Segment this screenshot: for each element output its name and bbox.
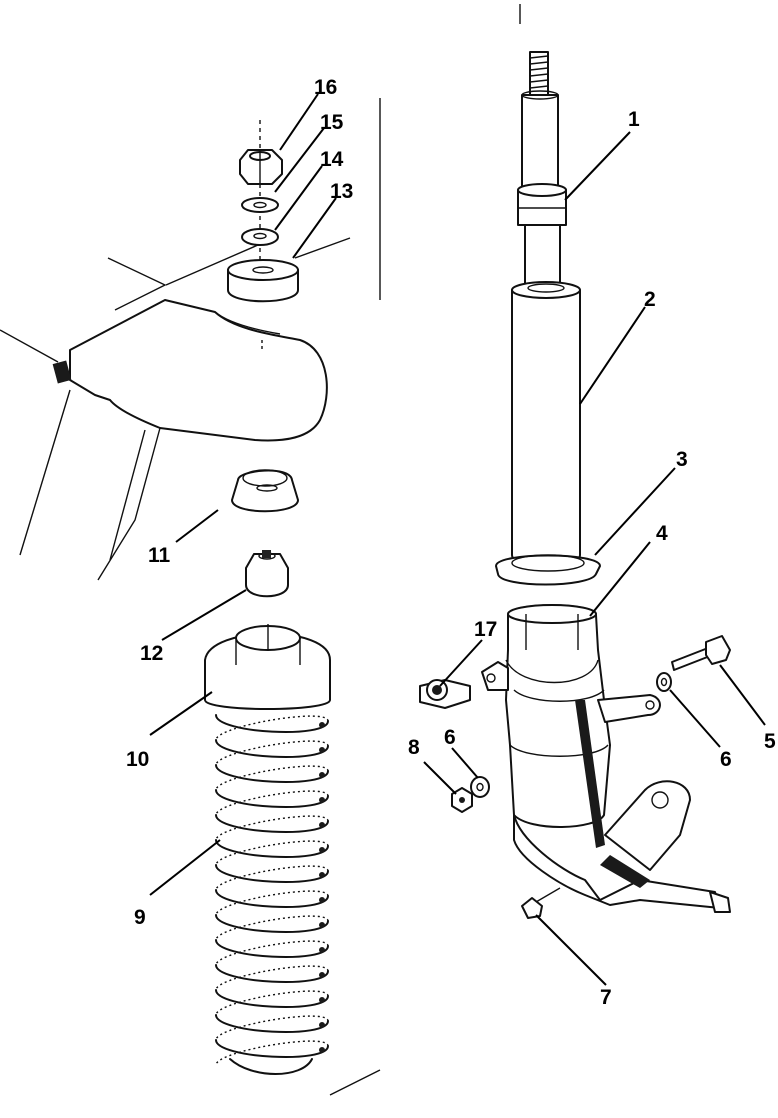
- callout-8: 8: [408, 736, 420, 759]
- callout-14: 14: [320, 148, 344, 171]
- spring-shadow-mark: [319, 797, 325, 803]
- callout-13: 13: [330, 180, 353, 203]
- spring-shadow-mark: [319, 897, 325, 903]
- spring-coil: [215, 964, 329, 983]
- strut-housing-4: [481, 604, 731, 913]
- callout-6-right: 6: [720, 748, 732, 771]
- spring-coil: [215, 789, 329, 808]
- bolt-5: [671, 635, 731, 671]
- rod-sleeve-1: [517, 183, 567, 226]
- callout-7: 7: [600, 986, 612, 1009]
- callout-6-left: 6: [444, 726, 456, 749]
- spring-coil-back: [215, 715, 329, 741]
- bushing-13: [227, 259, 299, 303]
- spring-shadow-mark: [319, 822, 325, 828]
- spring-coil-back: [215, 815, 329, 841]
- spring-coil: [215, 764, 329, 783]
- spring-shadow-mark: [319, 922, 325, 928]
- spring-shadow-mark: [319, 847, 325, 853]
- washer-14: [241, 228, 279, 246]
- washer-15: [241, 197, 279, 213]
- coil-spring-9: [215, 714, 329, 1075]
- spring-coil: [215, 864, 329, 883]
- spring-coil: [215, 739, 329, 758]
- spring-shadow-mark: [319, 722, 325, 728]
- spring-shadow-mark: [319, 872, 325, 878]
- spring-coil-back: [215, 1040, 329, 1066]
- spring-coil-back: [215, 840, 329, 866]
- callout-15: 15: [320, 111, 344, 134]
- spring-coil-back: [215, 790, 329, 816]
- washer-6-left: [470, 776, 490, 798]
- callout-10: 10: [126, 748, 149, 771]
- callout-11: 11: [148, 544, 171, 567]
- spring-coil-back: [215, 765, 329, 791]
- callout-labels: 16 15 14 13 1 2 3 4 17 5 6 8 6 7 11 12 1…: [126, 76, 776, 1009]
- callout-1: 1: [628, 108, 640, 131]
- spring-coil-back: [215, 940, 329, 966]
- spring-shadow-mark: [319, 997, 325, 1003]
- upper-mount-11: [231, 469, 299, 513]
- callout-16: 16: [314, 76, 337, 99]
- spring-coil: [215, 939, 329, 958]
- callout-3: 3: [676, 448, 688, 471]
- bump-stop-nut-12: [245, 550, 289, 598]
- spring-shadow-mark: [319, 747, 325, 753]
- spring-coil-back: [215, 865, 329, 891]
- spring-coil-back: [215, 1015, 329, 1041]
- spring-shadow-mark: [319, 972, 325, 978]
- spring-coil: [215, 714, 329, 733]
- nut-16: [239, 149, 283, 185]
- callout-17: 17: [474, 618, 497, 641]
- spring-coil: [215, 914, 329, 933]
- spring-coil-back: [215, 965, 329, 991]
- spring-coil-back: [215, 915, 329, 941]
- spring-coil-back: [215, 890, 329, 916]
- strut-assembly: [419, 51, 731, 919]
- spring-coil: [215, 814, 329, 833]
- spring-coil: [215, 839, 329, 858]
- brake-line-clip-17: [419, 679, 471, 709]
- nut-8: [451, 787, 473, 813]
- spring-coil: [215, 1039, 329, 1058]
- spring-coil: [215, 889, 329, 908]
- spring-coil-back: [215, 740, 329, 766]
- callout-2: 2: [644, 288, 656, 311]
- bolt-7: [521, 887, 561, 919]
- spring-coil: [215, 989, 329, 1008]
- leader-lines: [149, 93, 766, 986]
- callout-5: 5: [764, 730, 776, 753]
- spring-seat-10: [204, 624, 331, 710]
- washer-6-right: [656, 672, 672, 692]
- left-stack-parts: [204, 120, 331, 1075]
- spring-shadow-mark: [319, 1022, 325, 1028]
- callout-12: 12: [140, 642, 163, 665]
- spring-base: [229, 1058, 313, 1075]
- callout-9: 9: [134, 906, 146, 929]
- spring-shadow-mark: [319, 947, 325, 953]
- spring-coil: [215, 1014, 329, 1033]
- spring-seat-plate-3: [495, 554, 601, 586]
- spring-shadow-mark: [319, 1047, 325, 1053]
- spring-coil-back: [215, 990, 329, 1016]
- shock-body-2: [511, 281, 581, 568]
- chassis-mount-bracket: [0, 4, 521, 1096]
- callout-4: 4: [656, 522, 668, 545]
- spring-shadow-mark: [319, 772, 325, 778]
